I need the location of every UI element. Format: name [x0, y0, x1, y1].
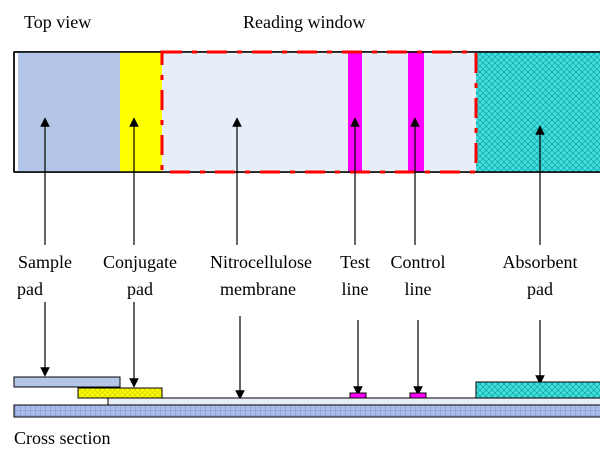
test-line-label-line2: line — [342, 279, 369, 299]
reading-window-heading: Reading window — [243, 12, 365, 32]
test-line-label: Test line — [340, 252, 370, 299]
control-line-top — [408, 52, 424, 172]
conjugate-pad-top — [120, 52, 162, 172]
control-line-cross — [409, 392, 427, 399]
sample-pad-label: Sample pad — [17, 252, 72, 299]
sample-pad-label-line2: pad — [17, 279, 43, 299]
top-view-arrows — [40, 117, 545, 245]
membrane-label-line2: membrane — [220, 279, 296, 299]
sample-pad-label-line1: Sample — [18, 252, 72, 272]
conjugate-pad-label-line1: Conjugate — [103, 252, 177, 272]
absorbent-pad-label-line2: pad — [527, 279, 553, 299]
cross-section-heading: Cross section — [14, 428, 111, 448]
absorbent-pad-label-line1: Absorbent — [503, 252, 578, 272]
control-line-label-line2: line — [405, 279, 432, 299]
backing-card — [13, 404, 600, 418]
conjugate-pad-label: Conjugate pad — [103, 252, 177, 299]
top-view-heading: Top view — [24, 12, 91, 32]
cross-section-arrows — [40, 302, 545, 400]
membrane-top — [162, 52, 476, 172]
conjugate-pad-label-line2: pad — [127, 279, 153, 299]
test-line-label-line1: Test — [340, 252, 370, 272]
absorbent-pad-label: Absorbent pad — [503, 252, 578, 299]
sample-pad-cross — [13, 376, 121, 388]
membrane-cross — [107, 397, 600, 406]
sample-pad-top — [18, 52, 120, 172]
cross-section-strip — [13, 376, 600, 418]
control-line-label: Control line — [390, 252, 445, 299]
absorbent-pad-top — [476, 52, 600, 172]
membrane-label-line1: Nitrocellulose — [210, 252, 312, 272]
control-line-label-line1: Control — [390, 252, 445, 272]
absorbent-pad-cross — [475, 381, 600, 399]
test-line-top — [348, 52, 362, 172]
nitrocellulose-membrane-label: Nitrocellulose membrane — [210, 252, 312, 299]
reading-window-border — [160, 50, 478, 174]
conjugate-pad-cross — [77, 387, 163, 399]
test-line-cross — [349, 392, 367, 399]
top-view-strip — [13, 50, 600, 174]
